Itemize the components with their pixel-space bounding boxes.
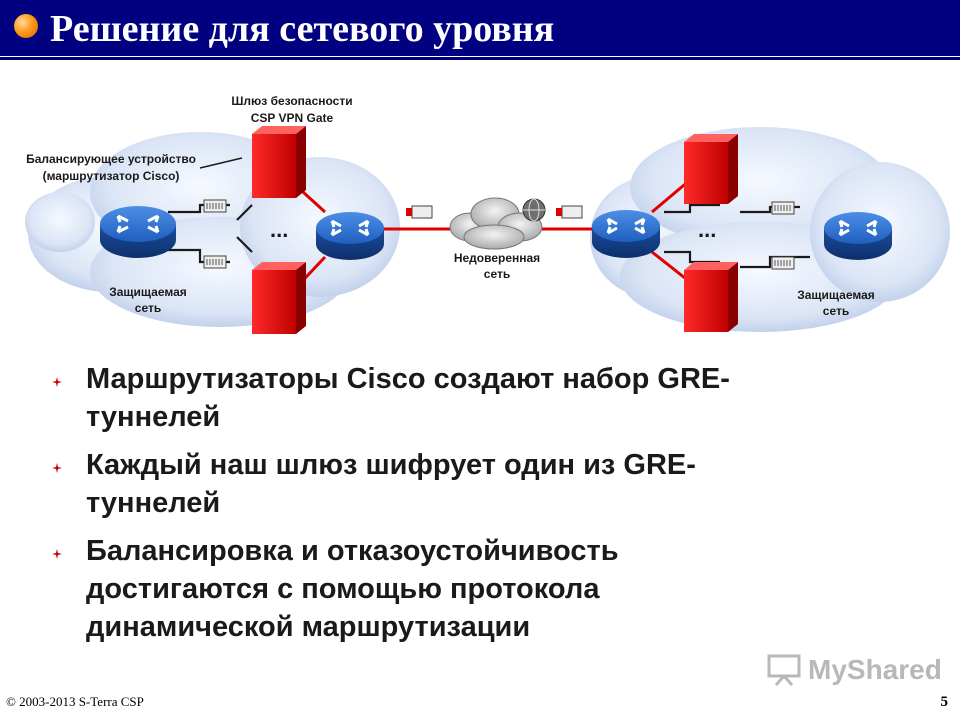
untrusted-network-cloud bbox=[449, 197, 543, 250]
balancer-label-line1: Балансирующее устройство bbox=[26, 152, 196, 166]
slide-title: Решение для сетевого уровня bbox=[50, 8, 555, 50]
bullet-star-icon bbox=[52, 463, 62, 473]
protected-right-label-line2: сеть bbox=[823, 304, 849, 318]
bullet-text-line: достигаются с помощью протокола bbox=[86, 573, 600, 605]
packet-icon bbox=[203, 255, 227, 269]
ellipsis-right: ... bbox=[698, 217, 716, 242]
packet-icon bbox=[771, 256, 795, 270]
page-number: 5 bbox=[940, 694, 949, 710]
firewall-icon bbox=[252, 262, 306, 334]
bullet-item: Балансировка и отказоустойчивость достиг… bbox=[40, 532, 920, 646]
router-icon bbox=[592, 210, 660, 258]
title-bar: Решение для сетевого уровня bbox=[0, 0, 960, 56]
packet-icon bbox=[203, 199, 227, 213]
title-bullet-icon bbox=[14, 14, 38, 38]
gateway-label-line2: CSP VPN Gate bbox=[251, 111, 334, 125]
protected-right-label-line1: Защищаемая bbox=[797, 288, 875, 302]
gateway-label-line1: Шлюз безопасности bbox=[231, 94, 352, 108]
untrusted-label-line2: сеть bbox=[484, 267, 510, 281]
encrypted-packet-icon bbox=[556, 205, 583, 219]
encrypted-packet-icon bbox=[406, 205, 433, 219]
bullet-text-line: туннелей bbox=[86, 401, 221, 433]
bullet-star-icon bbox=[52, 549, 62, 559]
balancer-label-line2: (маршрутизатор Cisco) bbox=[43, 169, 180, 183]
bullet-text-line: Балансировка и отказоустойчивость bbox=[86, 535, 619, 567]
copyright-text: © 2003-2013 S-Terra CSP bbox=[6, 694, 144, 709]
bullet-star-icon bbox=[52, 377, 62, 387]
bullet-list: Маршрутизаторы Cisco создают набор GRE- … bbox=[40, 360, 920, 656]
presentation-board-icon bbox=[767, 654, 801, 686]
globe-icon bbox=[522, 198, 546, 222]
bullet-text-line: Маршрутизаторы Cisco создают набор GRE- bbox=[86, 363, 730, 395]
protected-left-label-line1: Защищаемая bbox=[109, 285, 187, 299]
bullet-text-line: туннелей bbox=[86, 487, 221, 519]
bullet-item: Маршрутизаторы Cisco создают набор GRE- … bbox=[40, 360, 920, 436]
firewall-icon bbox=[684, 134, 738, 204]
network-diagram: Шлюз безопасности CSP VPN Gate Балансиру… bbox=[25, 94, 950, 334]
firewall-icon bbox=[684, 262, 738, 332]
untrusted-label-line1: Недоверенная bbox=[454, 251, 540, 265]
router-icon bbox=[824, 212, 892, 260]
bullet-text-line: Каждый наш шлюз шифрует один из GRE- bbox=[86, 449, 696, 481]
packet-icon bbox=[771, 201, 795, 215]
router-icon bbox=[316, 212, 384, 260]
protected-left-label-line2: сеть bbox=[135, 301, 161, 315]
firewall-icon bbox=[252, 126, 306, 198]
ellipsis-left: ... bbox=[270, 217, 288, 242]
router-icon bbox=[100, 206, 176, 258]
bullet-text-line: динамической маршрутизации bbox=[86, 611, 531, 643]
watermark-text: MyShared bbox=[808, 654, 942, 685]
title-underline bbox=[0, 57, 960, 60]
watermark-logo: MyShared bbox=[766, 652, 942, 692]
balancer-callout-line bbox=[199, 157, 243, 169]
bullet-item: Каждый наш шлюз шифрует один из GRE- тун… bbox=[40, 446, 920, 522]
